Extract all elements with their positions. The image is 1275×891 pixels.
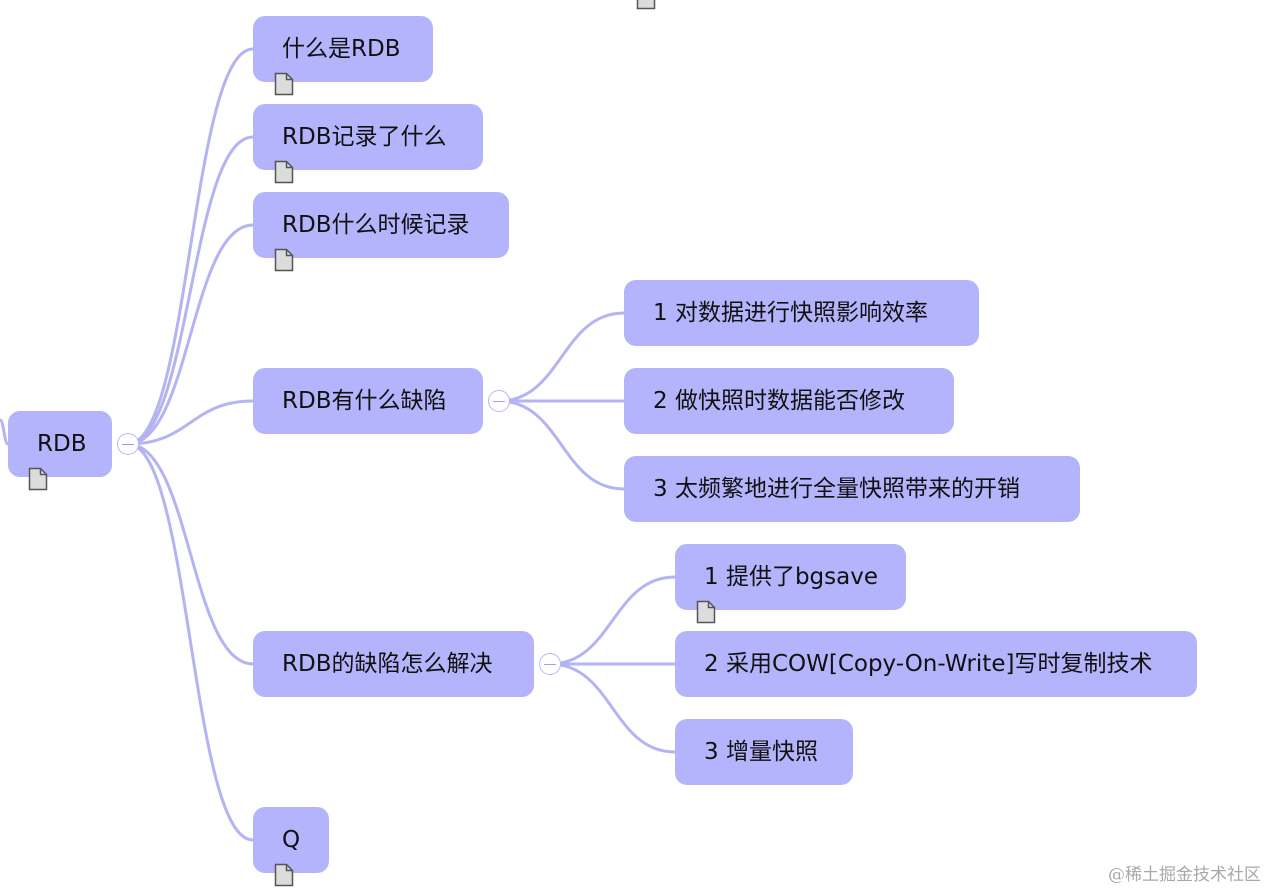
node-fix-2[interactable]: 2 采用COW[Copy-On-Write]写时复制技术 [675, 631, 1197, 697]
node-rdb-records-label: RDB记录了什么 [282, 123, 447, 150]
node-flaw-1[interactable]: 1 对数据进行快照影响效率 [624, 280, 979, 346]
link-fixes-child [549, 662, 676, 754]
node-flaw-2[interactable]: 2 做快照时数据能否修改 [624, 368, 954, 434]
collapse-minus-icon[interactable] [488, 390, 510, 412]
node-rdb-when[interactable]: RDB什么时候记录 [253, 192, 509, 258]
link-root-child [127, 442, 254, 666]
note-icon[interactable] [696, 600, 716, 624]
note-icon[interactable] [274, 72, 294, 96]
root-node-label: RDB [37, 430, 87, 457]
node-rdb-when-label: RDB什么时候记录 [282, 211, 470, 238]
node-fix-2-label: 2 采用COW[Copy-On-Write]写时复制技术 [704, 650, 1153, 677]
node-fix-3-label: 3 增量快照 [704, 738, 818, 765]
node-rdb-fixes[interactable]: RDB的缺陷怎么解决 [253, 631, 534, 697]
link-root-child [127, 399, 254, 446]
root-node[interactable]: RDB [8, 411, 112, 477]
node-rdb-flaws-label: RDB有什么缺陷 [282, 387, 447, 414]
node-rdb-records[interactable]: RDB记录了什么 [253, 104, 483, 170]
node-flaw-3[interactable]: 3 太频繁地进行全量快照带来的开销 [624, 456, 1080, 522]
link-root-child [127, 223, 254, 446]
link-parent-root [0, 418, 10, 446]
node-q-label: Q [282, 826, 301, 853]
watermark: @稀土掘金技术社区 [1108, 865, 1261, 885]
note-icon[interactable] [274, 248, 294, 272]
node-fix-1[interactable]: 1 提供了bgsave [675, 544, 906, 610]
node-rdb-flaws[interactable]: RDB有什么缺陷 [253, 368, 483, 434]
node-what-is-rdb-label: 什么是RDB [282, 35, 401, 62]
note-icon[interactable] [636, 0, 656, 10]
node-q[interactable]: Q [253, 807, 329, 873]
link-fixes-child [549, 575, 676, 666]
node-flaw-1-label: 1 对数据进行快照影响效率 [653, 299, 928, 326]
link-root-child [127, 442, 254, 842]
node-fix-3[interactable]: 3 增量快照 [675, 719, 853, 785]
collapse-minus-icon[interactable] [539, 653, 561, 675]
link-flaws-child [498, 311, 625, 403]
node-flaw-3-label: 3 太频繁地进行全量快照带来的开销 [653, 475, 1020, 502]
note-icon[interactable] [274, 863, 294, 887]
node-fix-1-label: 1 提供了bgsave [704, 563, 878, 590]
link-root-child [127, 47, 254, 446]
collapse-minus-icon[interactable] [117, 433, 139, 455]
node-what-is-rdb[interactable]: 什么是RDB [253, 16, 433, 82]
link-root-child [127, 135, 254, 446]
node-flaw-2-label: 2 做快照时数据能否修改 [653, 387, 905, 414]
node-rdb-fixes-label: RDB的缺陷怎么解决 [282, 650, 493, 677]
note-icon[interactable] [28, 467, 48, 491]
note-icon[interactable] [274, 160, 294, 184]
link-flaws-child [498, 399, 625, 491]
